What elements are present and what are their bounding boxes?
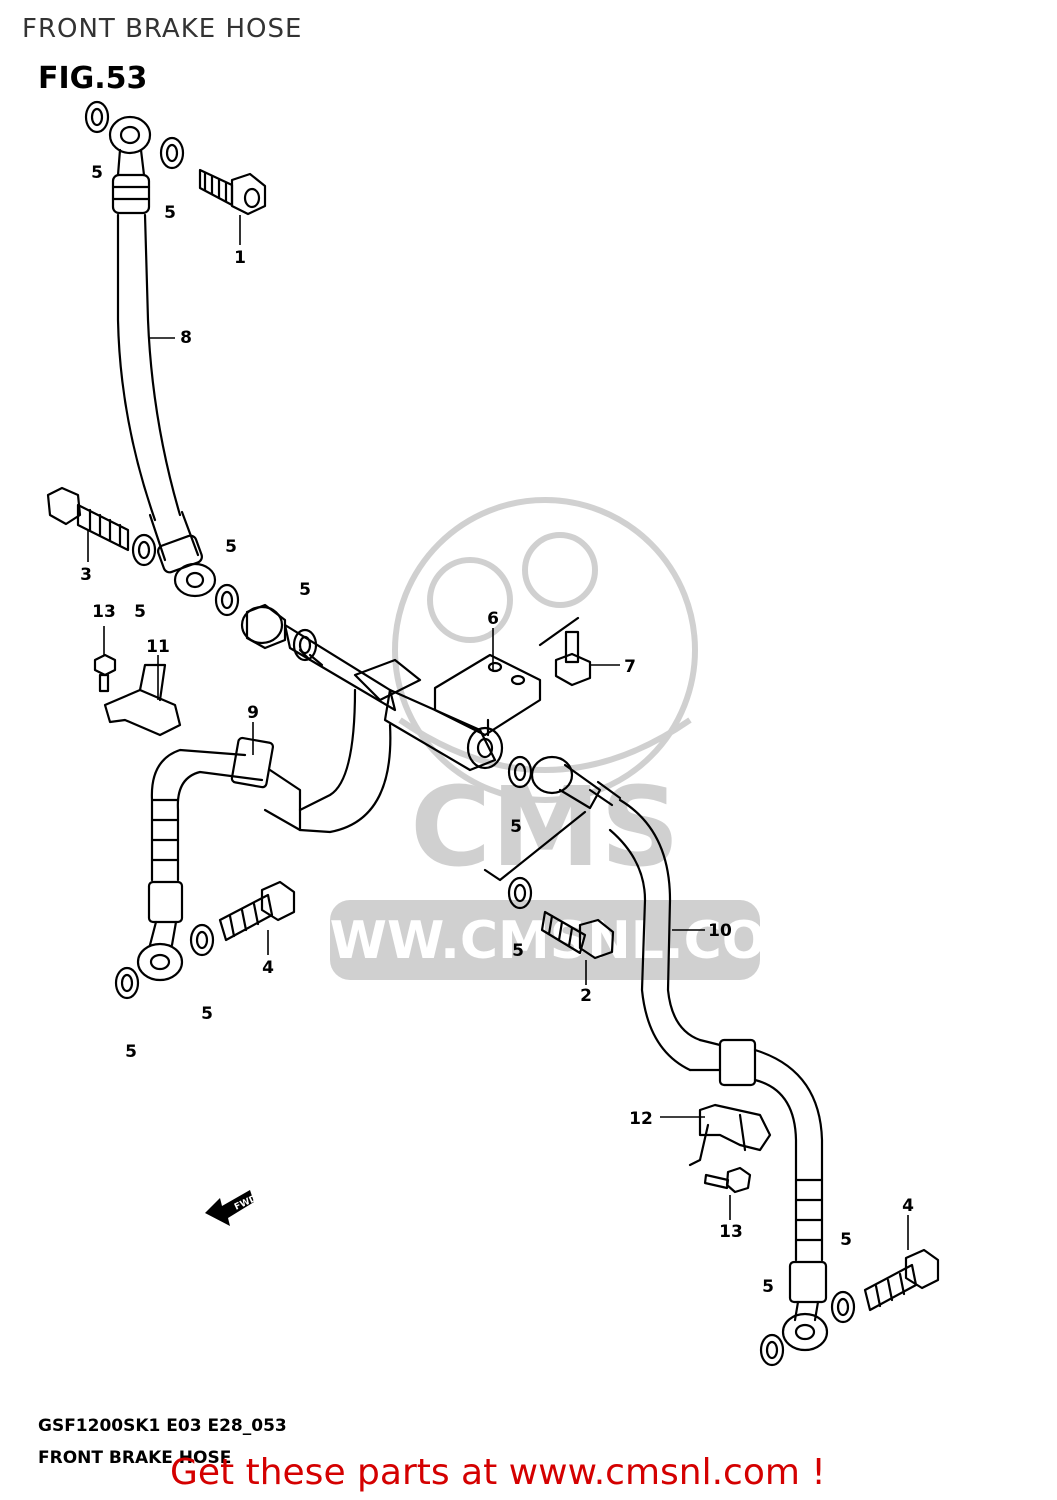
callout-7: 7 — [624, 657, 636, 677]
callout-13: 13 — [719, 1222, 743, 1242]
callout-5: 5 — [125, 1042, 137, 1062]
diagram-code: GSF1200SK1 E03 E28_053 — [38, 1416, 287, 1436]
callout-4: 4 — [902, 1196, 914, 1216]
union-joint — [240, 603, 504, 772]
washer-5-top-left — [84, 100, 110, 134]
washer-5-mid-e — [507, 876, 533, 910]
washer-5-mid-a — [131, 533, 157, 567]
washer-5-top-right — [159, 136, 185, 170]
washer-5-mid-d — [507, 755, 533, 789]
callout-8: 8 — [180, 328, 192, 348]
hose-8 — [108, 115, 217, 598]
shop-link[interactable]: Get these parts at www.cmsnl.com ! — [170, 1452, 826, 1493]
callout-5: 5 — [201, 1004, 213, 1024]
callout-12: 12 — [629, 1109, 653, 1129]
page-title: FRONT BRAKE HOSE — [22, 14, 303, 44]
bolt-1 — [198, 168, 267, 216]
callout-1: 1 — [234, 248, 246, 268]
callout-5: 5 — [299, 580, 311, 600]
clamp-12 — [698, 1103, 772, 1152]
assembly-line-2 — [688, 1123, 710, 1167]
callout-13: 13 — [92, 602, 116, 622]
washer-5-mid-b — [214, 583, 240, 617]
callout-5: 5 — [510, 817, 522, 837]
callout-5: 5 — [91, 163, 103, 183]
callout-10: 10 — [708, 921, 732, 941]
watermark-logo: CMS — [410, 763, 679, 891]
bolt-2 — [540, 910, 615, 960]
hose-10 — [530, 755, 829, 1352]
watermark-text: WWW.CMSNL.COM — [272, 911, 817, 971]
callout-5: 5 — [225, 537, 237, 557]
bolt-4-right — [863, 1248, 940, 1312]
callout-5: 5 — [762, 1277, 774, 1297]
callout-5: 5 — [134, 602, 146, 622]
forward-arrow-icon: FWD — [205, 1190, 259, 1226]
washer-5-low-a — [189, 923, 215, 957]
callout-11: 11 — [146, 637, 170, 657]
callout-3: 3 — [80, 565, 92, 585]
callout-4: 4 — [262, 958, 274, 978]
callout-5: 5 — [512, 941, 524, 961]
assembly-line-1 — [483, 810, 587, 882]
washer-5-bot-b — [759, 1333, 785, 1367]
watermark: CMS WWW.CMSNL.COM — [272, 497, 818, 980]
callout-5: 5 — [840, 1230, 852, 1250]
bracket-6 — [433, 653, 542, 737]
bolt-3 — [46, 486, 130, 552]
callout-2: 2 — [580, 986, 592, 1006]
figure-label: FIG.53 — [38, 61, 147, 96]
screw-13-a — [93, 653, 117, 693]
screw-13-b — [703, 1166, 752, 1194]
hose-9 — [136, 688, 392, 982]
callout-9: 9 — [247, 703, 259, 723]
callout-5: 5 — [164, 203, 176, 223]
diagram-name: FRONT BRAKE HOSE — [38, 1448, 231, 1468]
callout-6: 6 — [487, 609, 499, 629]
washer-5-low-b — [114, 966, 140, 1000]
clamp-11 — [103, 663, 182, 737]
bolt-4-left — [218, 880, 296, 942]
bolt-7 — [538, 616, 592, 687]
washer-5-bot-a — [830, 1290, 856, 1324]
